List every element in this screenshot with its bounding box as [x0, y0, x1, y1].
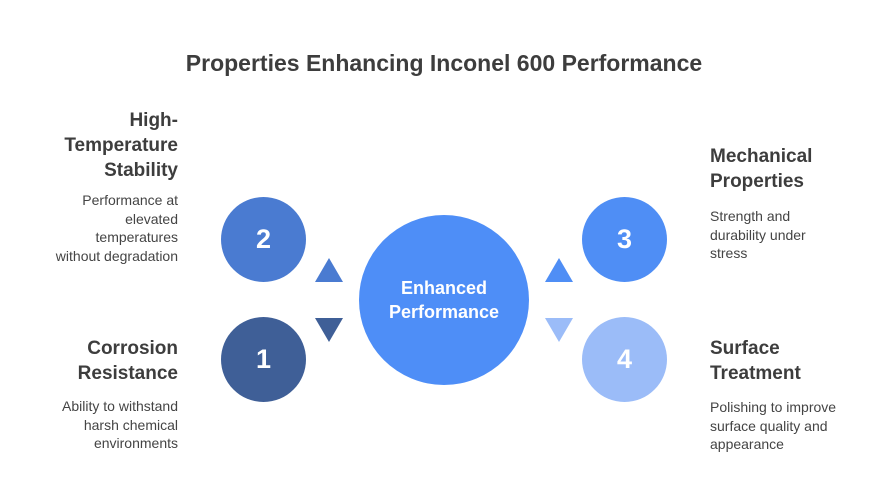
item-2-description-line: Performance at	[82, 192, 178, 208]
item-4-number: 4	[616, 344, 633, 374]
item-1-connector-triangle	[315, 318, 343, 342]
item-4-description-line: surface quality and	[710, 417, 828, 434]
item-3-connector-triangle	[545, 258, 573, 282]
item-1-description-line: harsh chemical	[83, 416, 178, 433]
item-4-connector-triangle	[545, 318, 573, 342]
item-1-heading-line: Corrosion	[87, 338, 178, 359]
item-3-circle: 3	[582, 197, 667, 282]
item-4-heading-line: Surface	[710, 338, 780, 359]
item-4-circle: 4	[582, 317, 667, 402]
item-3-description: Strength and durability under stress	[710, 207, 870, 263]
item-1-heading: Corrosion Resistance	[40, 336, 178, 386]
item-2-description-line: elevated	[125, 210, 178, 227]
item-3-description-line: Strength and	[710, 208, 791, 224]
item-3-heading-line: Properties	[710, 171, 804, 192]
item-2-description-line: without degradation	[55, 247, 178, 264]
item-4-heading: Surface Treatment	[710, 336, 870, 386]
item-3-heading: Mechanical Properties	[710, 144, 870, 194]
item-2-description-line: temperatures	[95, 229, 178, 245]
item-2-circle: 2	[221, 197, 306, 282]
item-1-description-line: Ability to withstand	[62, 398, 178, 414]
item-2-connector-triangle	[315, 258, 343, 282]
item-3-heading-line: Mechanical	[710, 146, 813, 167]
item-2-description: Performance at elevated temperatures wit…	[20, 191, 178, 265]
item-2-heading-line: Temperature	[64, 135, 178, 156]
center-circle: Enhanced Performance	[359, 215, 529, 385]
center-label: Enhanced Performance	[389, 276, 499, 324]
item-1-number: 1	[255, 344, 272, 374]
item-2-heading: High- Temperature Stability	[40, 108, 178, 183]
item-1-description: Ability to withstand harsh chemical envi…	[20, 397, 178, 453]
item-2-heading-line: High-	[129, 110, 178, 131]
diagram-title: Properties Enhancing Inconel 600 Perform…	[185, 50, 703, 76]
item-3-number: 3	[616, 224, 633, 254]
center-label-line: Enhanced	[400, 278, 488, 298]
item-4-description: Polishing to improve surface quality and…	[710, 398, 870, 454]
item-3-description-line: durability under	[710, 226, 806, 243]
item-2-heading-line: Stability	[104, 160, 178, 181]
item-1-description-line: environments	[93, 435, 178, 451]
item-4-description-line: Polishing to improve	[710, 399, 837, 415]
item-2-number: 2	[255, 224, 272, 254]
center-label-line: Performance	[388, 302, 500, 322]
item-4-description-line: appearance	[710, 436, 784, 452]
item-4-heading-line: Treatment	[710, 363, 801, 384]
item-1-heading-line: Resistance	[77, 363, 178, 384]
item-3-description-line: stress	[710, 245, 748, 261]
item-1-circle: 1	[221, 317, 306, 402]
